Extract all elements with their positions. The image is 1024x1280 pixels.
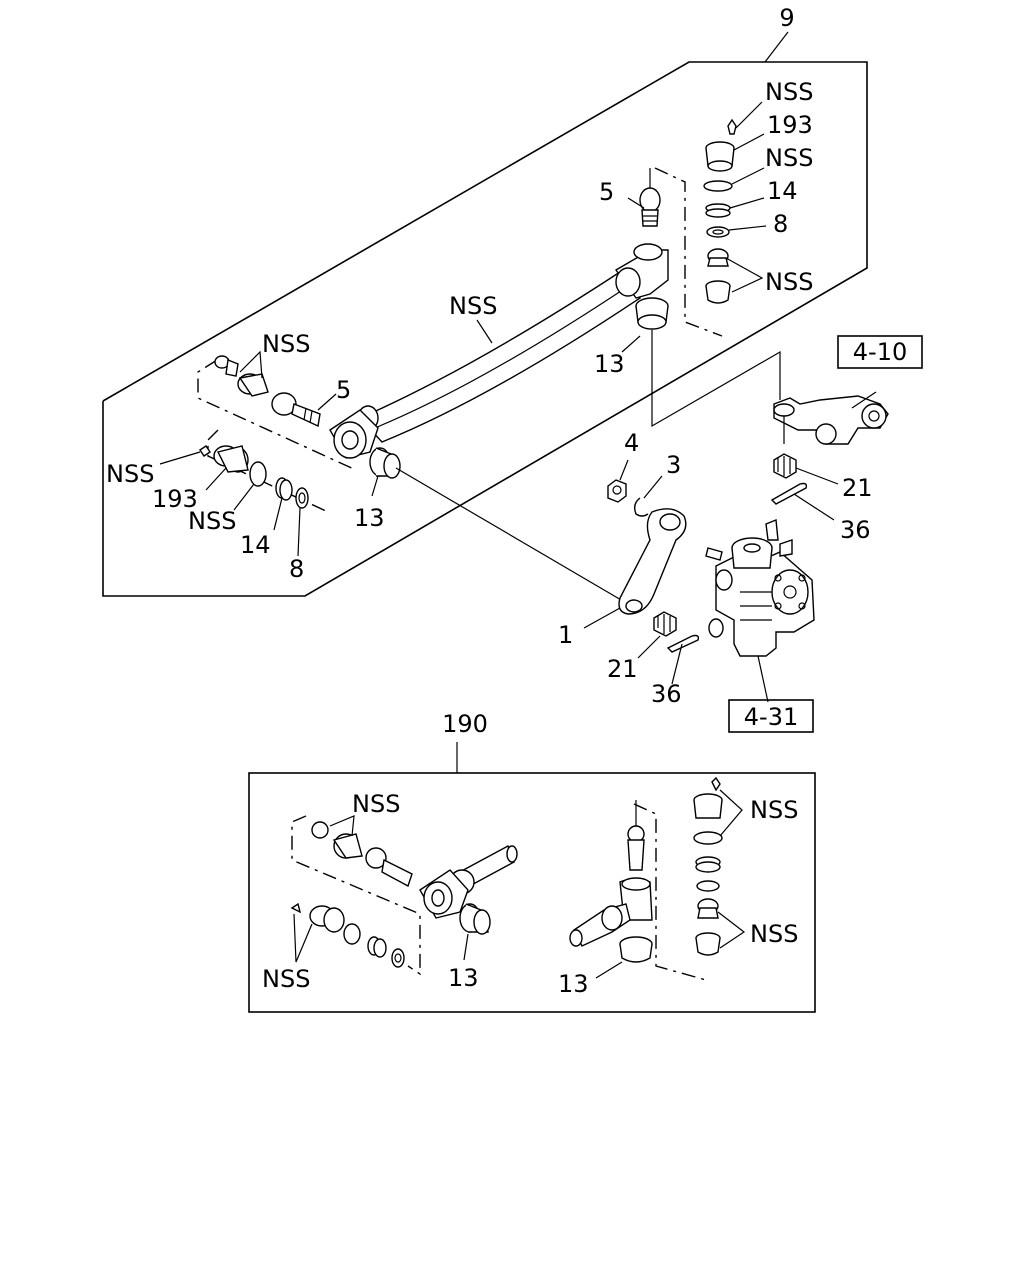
cotter-pin-upper: [770, 482, 835, 521]
ref-box-knuckle-arm: [837, 335, 923, 369]
nss-left-grease-fitting: NSS: [106, 460, 154, 488]
right-ball-stud-reference-line: [651, 330, 781, 428]
nss-left-o-ring: NSS: [188, 507, 236, 535]
nss-kit-left-fitting: NSS: [262, 965, 310, 993]
castle-nut-upper: [773, 453, 839, 485]
knuckle-arm: [773, 391, 889, 445]
kit-left-components: [290, 815, 518, 976]
label-plug-right: 193: [767, 111, 813, 139]
right-socket-housing: [614, 243, 669, 299]
pitman-arm: [395, 467, 687, 629]
label-tie-rod-assembly: 9: [779, 4, 794, 32]
right-dust-cover: [621, 297, 669, 353]
left-ball-stud: [271, 392, 337, 428]
label-dust-cover-left: 13: [354, 504, 385, 532]
label-pitman-arm: 1: [558, 621, 573, 649]
label-dust-cover-right: 13: [594, 350, 625, 378]
label-spring-right: 14: [767, 177, 798, 205]
tie-rod-tube: [358, 271, 642, 443]
label-cotter-pin-lower: 36: [651, 680, 682, 708]
nss-right-o-ring: NSS: [765, 144, 813, 172]
label-kit-190: 190: [442, 710, 488, 738]
nss-kit-left-socket: NSS: [352, 790, 400, 818]
label-ball-stud-left: 5: [336, 376, 351, 404]
label-cotter-pin-upper: 36: [840, 516, 871, 544]
label-ref-steering-gear: 4-31: [744, 703, 798, 731]
nss-kit-right-top: NSS: [750, 796, 798, 824]
label-kit-dust-cover-left: 13: [448, 964, 479, 992]
left-components-bracket: [197, 359, 357, 471]
kit-190-box: [248, 742, 816, 1013]
nut-4: [607, 459, 629, 503]
label-washer-3: 3: [666, 451, 681, 479]
left-socket-housing: [329, 405, 379, 459]
label-castle-nut-upper: 21: [842, 474, 873, 502]
label-spring-left: 14: [240, 531, 271, 559]
label-nut-4: 4: [624, 429, 639, 457]
right-socket-components: [703, 101, 767, 304]
left-socket-upper-components: [214, 350, 269, 397]
nss-left-socket: NSS: [262, 330, 310, 358]
ref-box-steering-gear: [728, 699, 814, 733]
nss-right-grease-fitting: NSS: [765, 78, 813, 106]
castle-nut-lower: [637, 611, 677, 659]
nss-tube: NSS: [449, 292, 497, 320]
label-ref-knuckle-arm: 4-10: [853, 338, 907, 366]
kit-right-components: [569, 776, 746, 981]
left-dust-cover: [369, 447, 401, 497]
nss-kit-right-bottom: NSS: [750, 920, 798, 948]
right-ball-stud: [627, 168, 661, 227]
label-castle-nut-lower: 21: [607, 655, 638, 683]
left-socket-lower-components: [159, 445, 309, 557]
tie-rod-assembly-outline: [102, 31, 868, 597]
label-ball-stud-right: 5: [599, 178, 614, 206]
nss-right-socket: NSS: [765, 268, 813, 296]
label-kit-dust-cover-right: 13: [558, 970, 589, 998]
cotter-pin-lower: [666, 634, 700, 685]
label-seat-left: 8: [289, 555, 304, 583]
label-seat-right: 8: [773, 210, 788, 238]
washer-3: [633, 475, 663, 517]
label-plug-left: 193: [152, 485, 198, 513]
steering-gear-box: [705, 519, 815, 703]
